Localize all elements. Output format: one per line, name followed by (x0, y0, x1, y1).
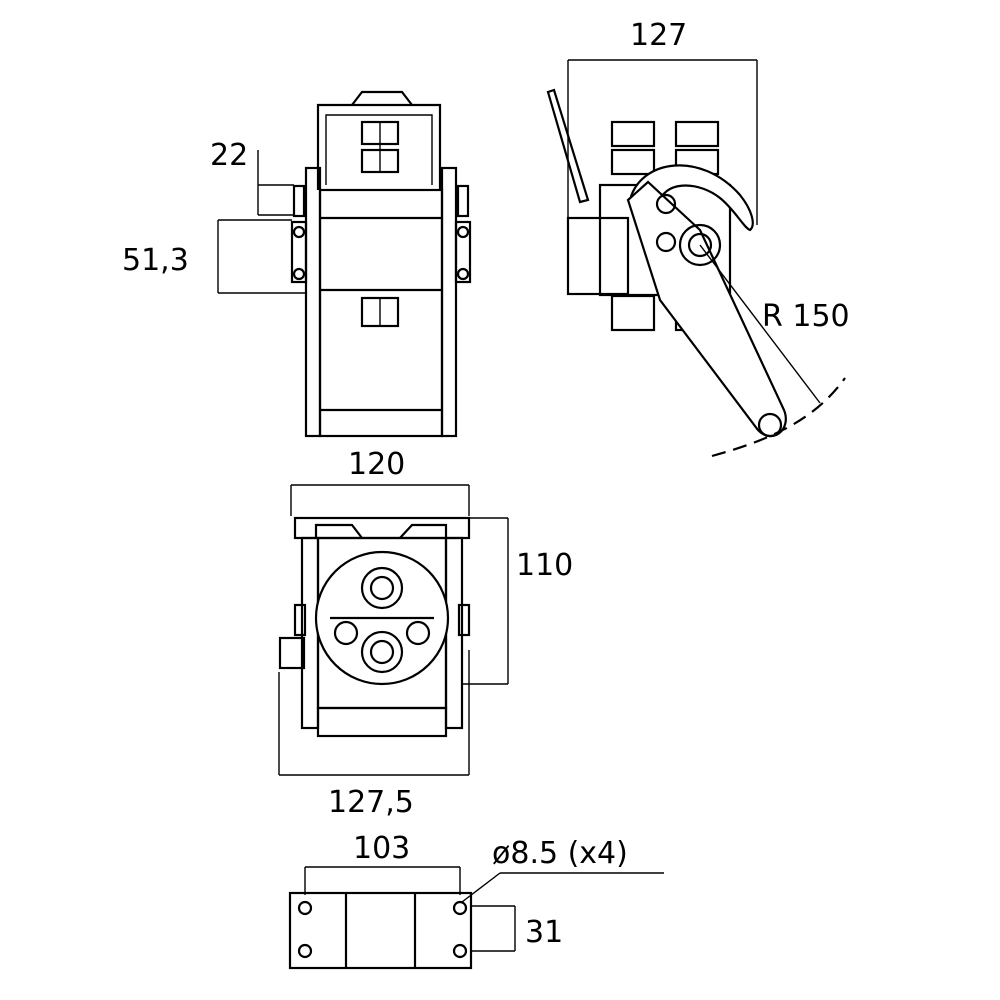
base-view (288, 866, 664, 970)
dim-31: 31 (525, 915, 563, 950)
dim-127: 127 (630, 18, 687, 53)
side-view (217, 90, 472, 438)
dim-22: 22 (210, 138, 248, 173)
dim-r150: R 150 (762, 299, 850, 334)
dim-127-5: 127,5 (328, 785, 414, 820)
lever-view (546, 59, 846, 458)
dim-110: 110 (516, 548, 573, 583)
dim-120: 120 (348, 447, 405, 482)
dim-51-3: 51,3 (122, 243, 189, 278)
dim-hole-spec: ø8.5 (x4) (492, 836, 628, 871)
dim-103: 103 (353, 831, 410, 866)
front-view (278, 484, 509, 776)
